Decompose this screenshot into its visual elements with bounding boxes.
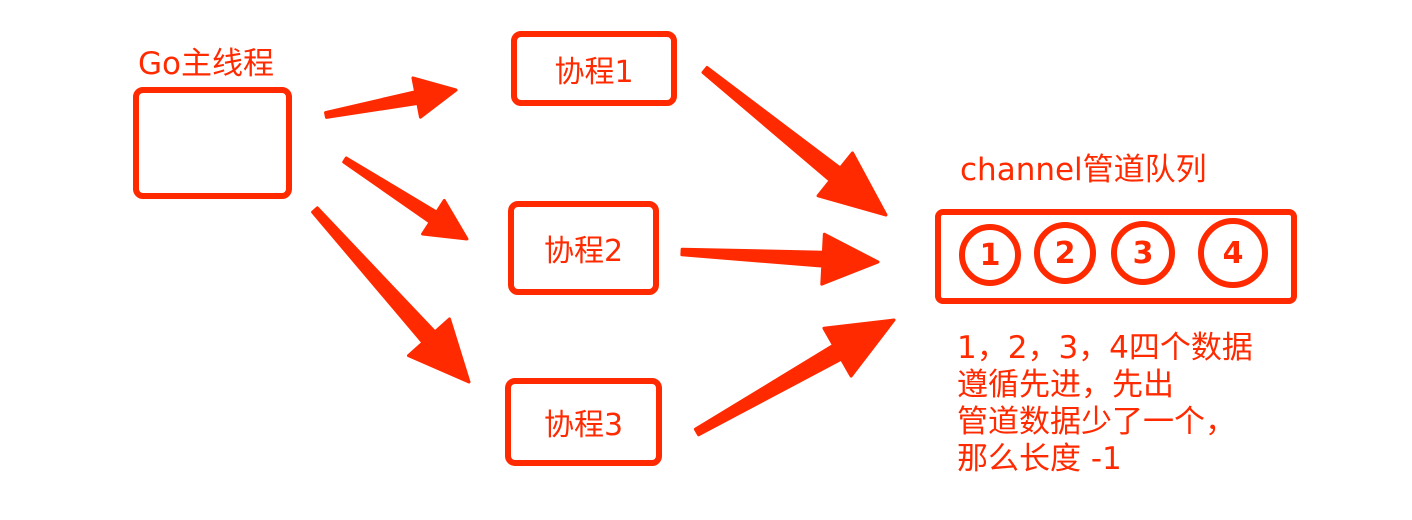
arrow-main-to-goroutine-2 bbox=[342, 156, 469, 241]
goroutine-2-label: 协程2 bbox=[543, 234, 624, 269]
main-thread-box bbox=[133, 87, 292, 199]
goroutine-1-box: 协程1 bbox=[511, 31, 677, 106]
queue-item-4: 4 bbox=[1198, 218, 1268, 288]
arrow-main-to-goroutine-3 bbox=[311, 206, 471, 384]
queue-item-label: 2 bbox=[1054, 235, 1076, 271]
arrow-goroutine-2-to-channel bbox=[680, 232, 880, 286]
goroutine-3-label: 协程3 bbox=[543, 408, 624, 443]
queue-item-label: 4 bbox=[1222, 235, 1244, 271]
goroutine-1-label: 协程1 bbox=[554, 54, 634, 90]
goroutine-2-box: 协程2 bbox=[508, 201, 659, 295]
queue-item-label: 1 bbox=[979, 237, 1001, 273]
channel-queue-box bbox=[935, 209, 1297, 304]
arrow-goroutine-3-to-channel bbox=[693, 318, 896, 437]
arrow-goroutine-1-to-channel bbox=[701, 66, 888, 217]
queue-item-label: 3 bbox=[1132, 235, 1154, 271]
note-line: 遵循先进，先出 bbox=[957, 367, 1174, 403]
note-line: 管道数据少了一个， bbox=[957, 404, 1236, 440]
queue-item-3: 3 bbox=[1111, 221, 1175, 285]
note-line: 那么长度 -1 bbox=[957, 441, 1122, 477]
note-line: 1，2，3，4四个数据 bbox=[957, 330, 1253, 366]
notes: 1，2，3，4四个数据 遵循先进，先出 管道数据少了一个， 那么长度 -1 bbox=[957, 330, 1253, 478]
queue-item-1: 1 bbox=[959, 224, 1021, 286]
main-thread-label: Go主线程 bbox=[138, 46, 274, 82]
goroutine-3-box: 协程3 bbox=[505, 378, 662, 466]
arrow-main-to-goroutine-1 bbox=[324, 76, 458, 119]
queue-item-2: 2 bbox=[1034, 222, 1096, 284]
channel-label: channel管道队列 bbox=[960, 152, 1207, 188]
